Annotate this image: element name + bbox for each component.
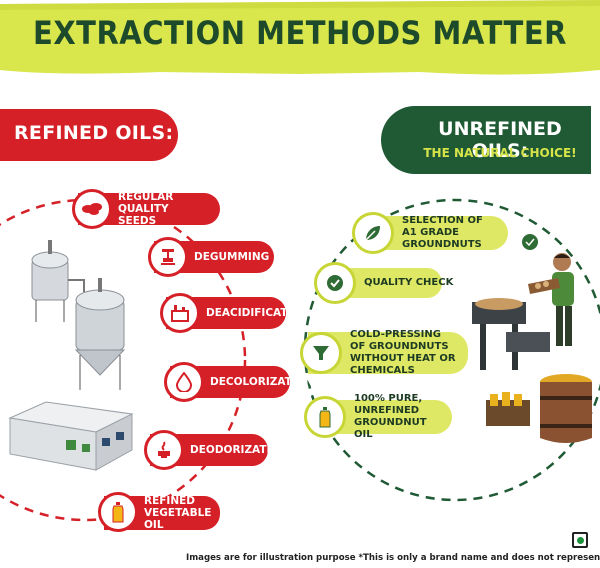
groundnut-oil-bottle-icon <box>304 396 346 438</box>
unrefined-step-pure-oil: 100% PURE, UNREFINED GROUNDNUT OIL <box>304 393 452 440</box>
refined-step-seeds: REGULAR QUALITY SEEDS <box>72 189 220 229</box>
refined-step-decolorization: DECOLORIZATION <box>164 362 313 402</box>
refinery-machines-illustration <box>8 401 134 471</box>
press-icon <box>148 237 188 277</box>
refined-heading: REFINED OILS: <box>14 122 174 144</box>
drop-icon <box>164 362 204 402</box>
refined-header <box>0 109 178 161</box>
refined-step-deodorization: DEODORIZATION <box>144 430 288 470</box>
unrefined-subheading: THE NATURAL CHOICE! <box>423 146 577 160</box>
refined-step-refined-oil: REFINED VEGETABLE OIL <box>98 492 220 532</box>
seeds-icon <box>72 189 112 229</box>
leaf-icon <box>352 212 394 254</box>
factory-icon <box>160 293 200 333</box>
unrefined-heading: UNREFINED OILS: <box>438 118 562 162</box>
unrefined-step-selection: SELECTION OF A1 GRADE GROUNDNUTS <box>352 212 508 254</box>
refinery-tanks-illustration <box>31 240 126 390</box>
disclaimer: Images are for illustration purpose *Thi… <box>186 553 600 563</box>
refined-step-degumming: DEGUMMING <box>148 237 274 277</box>
unrefined-step-cold-pressing: COLD-PRESSING OF GROUNDNUTS WITHOUT HEAT… <box>300 329 468 376</box>
unrefined-header <box>381 106 591 174</box>
oil-bottle-icon <box>98 492 138 532</box>
refined-step-deacidification: DEACIDIFICATION <box>160 293 309 333</box>
veg-mark-icon <box>572 532 588 548</box>
burner-icon <box>144 430 184 470</box>
check-badge-icon <box>314 262 356 304</box>
page-title: EXTRACTION METHODS MATTER <box>33 14 567 52</box>
funnel-icon <box>300 332 342 374</box>
farmer-cold-press-illustration <box>472 234 592 443</box>
title-banner <box>0 0 600 75</box>
unrefined-step-quality-check: QUALITY CHECK <box>314 262 453 304</box>
